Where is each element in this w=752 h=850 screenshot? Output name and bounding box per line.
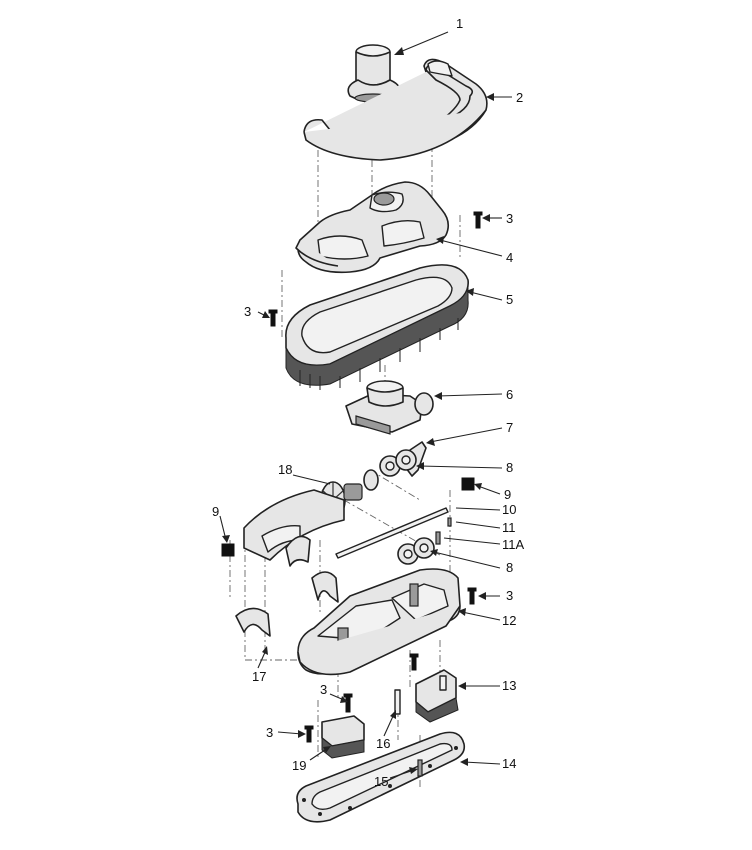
callout-12: 12 [502,613,516,628]
callout-3-center: 3 [320,682,327,697]
callout-16: 16 [376,736,390,751]
callout-9-left: 9 [212,504,219,519]
part-11a-pin [435,531,441,545]
part-4-top-cover [295,181,450,274]
callout-19: 19 [292,758,306,773]
part-3-screws [268,211,483,743]
part-2-handle [303,58,488,161]
screw-chassis [409,653,419,671]
part-9-block-right [461,477,475,491]
callout-15: 15 [374,774,388,789]
callout-3-left: 3 [244,304,251,319]
part-9-block-left [221,543,235,557]
part-13-side-brush [415,669,459,723]
part-8-gears-lower [397,537,435,565]
callout-labels: 1 2 3 4 3 5 6 7 8 18 9 10 9 11 11A 8 3 1… [212,16,524,789]
callout-8-lower: 8 [506,560,513,575]
callout-11a: 11A [502,537,524,552]
part-5-brush-ring [285,264,469,390]
callout-1: 1 [456,16,463,31]
part-10-axle [335,507,449,559]
part-19-front-brush [321,715,365,759]
screw-left-lower [304,725,314,743]
callout-17: 17 [252,669,266,684]
callout-3-bottom-left: 3 [266,725,273,740]
part-14-bottom-plate [296,731,466,823]
callout-2: 2 [516,90,523,105]
callout-9-right: 9 [504,487,511,502]
callout-8-upper: 8 [506,460,513,475]
screw-left-upper [268,309,278,327]
part-16-pin [394,689,401,715]
callout-3-top-right: 3 [506,211,513,226]
callout-4: 4 [506,250,513,265]
callout-10: 10 [502,502,516,517]
callout-18: 18 [278,462,292,477]
part-6-hose-adapter [345,380,434,435]
part-15-rivet [417,759,423,777]
part-11-pin [447,517,452,527]
callout-7: 7 [506,420,513,435]
callout-6: 6 [506,387,513,402]
callout-5: 5 [506,292,513,307]
callout-11: 11 [502,520,516,535]
screw-right-lower [467,587,477,605]
part-12-chassis [297,568,461,676]
screw-right-upper [473,211,483,229]
part-17-housing [235,489,345,637]
part-8-gears-upper [379,449,417,477]
callout-13: 13 [502,678,516,693]
callout-14: 14 [502,756,516,771]
callout-3-right-lower: 3 [506,588,513,603]
leader-lines [219,31,512,779]
screw-center [343,693,353,713]
